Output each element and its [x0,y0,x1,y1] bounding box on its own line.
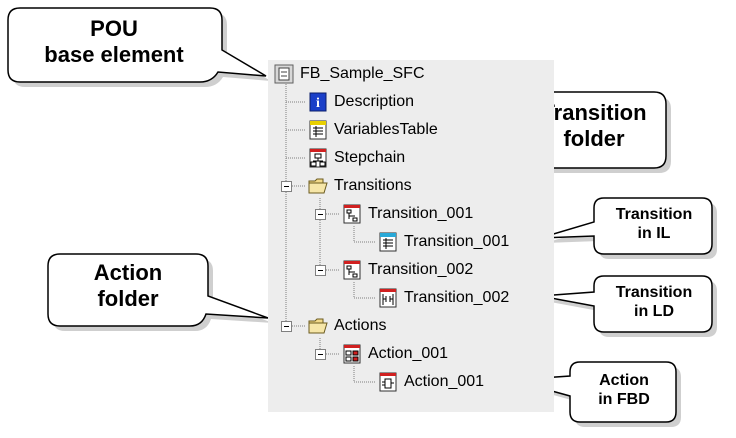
action-fbd-callout-bubble [511,361,681,427]
tree-item-transition-001-il[interactable]: Transition_001 [378,230,509,254]
tree-item-label: Transition_002 [404,289,510,306]
expand-transition-002-toggle[interactable] [315,265,326,276]
transition-il-callout-line1: Transition [615,206,693,223]
folder-open-icon [308,176,328,196]
transition-ld-callout-line1: Transition [615,284,693,301]
transition-ld-callout: Transition in LD [598,284,710,322]
variables-table-icon [308,120,328,140]
tree-item-label: Action_001 [368,345,449,362]
folder-open-icon [308,316,328,336]
fbd-code-icon [378,372,398,392]
tree-item-label: FB_Sample_SFC [300,65,425,82]
tree-item-transition-001[interactable]: Transition_001 [342,202,473,226]
tree-item-label: VariablesTable [334,121,438,138]
tree-item-label: Description [334,93,415,110]
pou-icon [274,64,294,84]
pou-callout-line1: POU [90,16,138,41]
tree-item-label: Stepchain [334,149,406,166]
expand-actions-toggle[interactable] [281,321,292,332]
transition-folder-callout: Transition folder [524,100,664,152]
tree-item-transition-002-ld[interactable]: Transition_002 [378,286,509,310]
expand-action-001-toggle[interactable] [315,349,326,360]
tree-item-variables-table[interactable]: VariablesTable [308,118,438,142]
ld-code-icon [378,288,398,308]
tree-item-label: Transition_002 [368,261,474,278]
action-folder-callout-bubble [47,253,273,331]
tree-item-transitions-folder[interactable]: Transitions [308,174,412,198]
expand-transitions-toggle[interactable] [281,181,292,192]
transition-il-callout: Transition in IL [598,206,710,244]
action-folder-callout: Action folder [54,260,202,312]
action-fbd-callout: Action in FBD [574,372,674,410]
action-fbd-callout-line2: in FBD [598,390,650,408]
tree-item-action-001-fbd[interactable]: Action_001 [378,370,484,394]
action-folder-callout-line1: Action [93,260,163,285]
pou-callout: POU base element [14,16,214,68]
tree-item-label: Transition_001 [368,205,474,222]
action-folder-callout-line2: folder [97,285,159,311]
transition-icon [342,260,362,280]
expand-transition-001-toggle[interactable] [315,209,326,220]
svg-text:i: i [316,96,320,111]
tree-item-description[interactable]: i Description [308,90,414,114]
transition-il-callout-line2: in IL [637,224,671,242]
tree-item-label: Actions [334,317,387,334]
action-icon [342,344,362,364]
tree-item-pou-root[interactable]: FB_Sample_SFC [274,62,425,86]
pou-callout-line2: base element [44,41,184,67]
tree-item-label: Transition_001 [404,233,510,250]
action-fbd-callout-line1: Action [599,372,649,389]
pou-callout-bubble [7,7,271,87]
transition-ld-callout-bubble [539,275,717,337]
transition-folder-callout-line2: folder [563,125,625,151]
tree-item-transition-002[interactable]: Transition_002 [342,258,473,282]
tree-item-label: Transitions [334,177,412,194]
transition-ld-callout-line2: in LD [634,302,674,320]
stepchain-icon [308,148,328,168]
info-icon: i [308,92,328,112]
transition-icon [342,204,362,224]
tree-item-stepchain[interactable]: Stepchain [308,146,405,170]
il-code-icon [378,232,398,252]
transition-il-callout-bubble [539,197,717,259]
tree-item-label: Action_001 [404,373,485,390]
tree-item-action-001[interactable]: Action_001 [342,342,448,366]
tree-item-actions-folder[interactable]: Actions [308,314,386,338]
transition-folder-callout-line1: Transition [541,100,647,125]
